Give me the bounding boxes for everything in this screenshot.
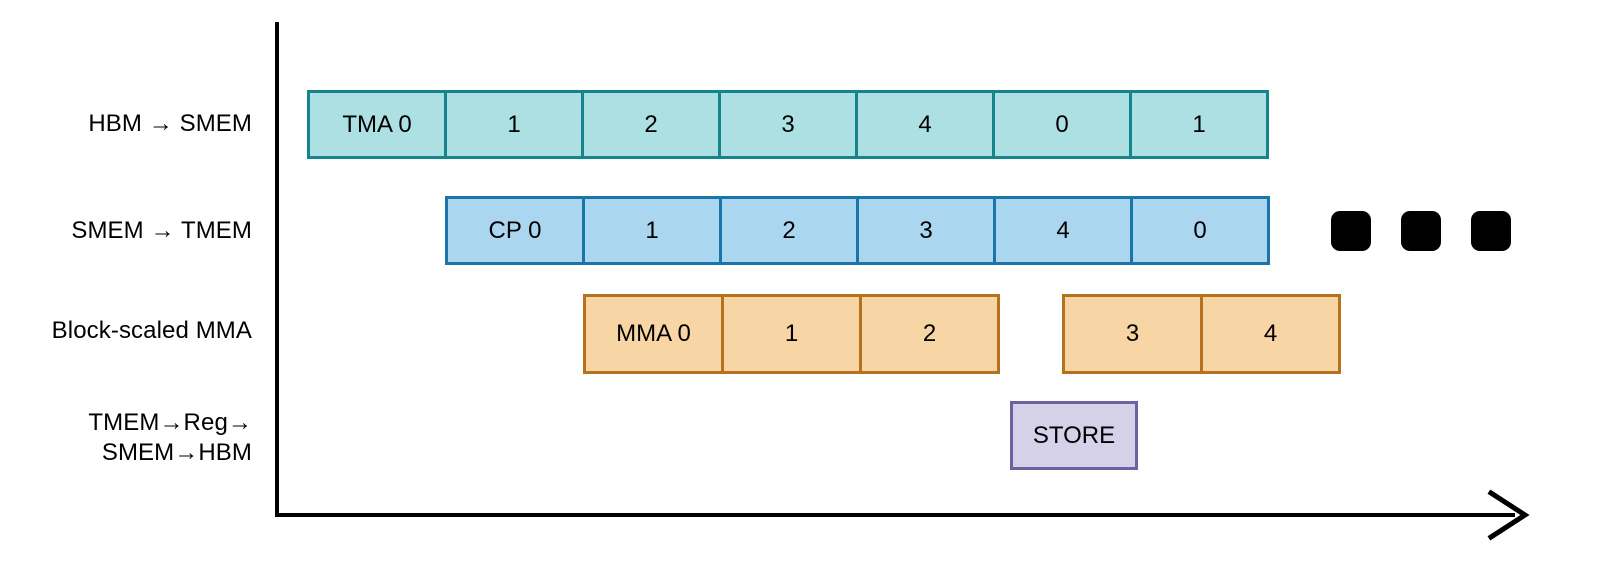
bar-cell[interactable]: TMA 0 — [307, 90, 447, 159]
bar-cell[interactable]: 2 — [719, 196, 859, 265]
bar-cell[interactable]: 1 — [444, 90, 584, 159]
bar-cell[interactable]: 0 — [1130, 196, 1270, 265]
bar-cell[interactable]: 4 — [855, 90, 995, 159]
bar-cell[interactable]: 1 — [721, 294, 862, 374]
row-label-tmem-reg-smem-hbm: TMEM→Reg→ SMEM→HBM — [88, 409, 252, 466]
bar-cell[interactable]: MMA 0 — [583, 294, 724, 374]
bar-cell[interactable]: 2 — [581, 90, 721, 159]
store-box[interactable]: STORE — [1010, 401, 1138, 470]
bar-cell[interactable]: 2 — [859, 294, 1000, 374]
bar-row-mma-group-a: MMA 0 1 2 — [583, 294, 1000, 374]
bar-cell[interactable]: 0 — [992, 90, 1132, 159]
bar-cell[interactable]: 3 — [1062, 294, 1203, 374]
x-axis — [275, 513, 1515, 517]
continuation-marker — [1471, 211, 1511, 251]
continuation-marker — [1331, 211, 1371, 251]
bar-row-copy: CP 0 1 2 3 4 0 — [445, 196, 1270, 265]
x-axis-arrowhead-icon — [1487, 489, 1530, 541]
bar-row-tma: TMA 0 1 2 3 4 0 1 — [307, 90, 1269, 159]
bar-cell[interactable]: 3 — [718, 90, 858, 159]
row-label-block-scaled-mma: Block-scaled MMA — [51, 317, 252, 344]
row-label-hbm-to-smem: HBM → SMEM — [88, 110, 252, 137]
bar-cell[interactable]: 3 — [856, 196, 996, 265]
bar-cell[interactable]: 1 — [582, 196, 722, 265]
bar-cell[interactable]: 4 — [993, 196, 1133, 265]
bar-row-mma-group-b: 3 4 — [1062, 294, 1341, 374]
bar-cell[interactable]: 4 — [1200, 294, 1341, 374]
bar-cell[interactable]: CP 0 — [445, 196, 585, 265]
continuation-marker — [1401, 211, 1441, 251]
row-label-smem-to-tmem: SMEM → TMEM — [71, 217, 252, 244]
bar-cell[interactable]: 1 — [1129, 90, 1269, 159]
y-axis — [275, 22, 279, 517]
